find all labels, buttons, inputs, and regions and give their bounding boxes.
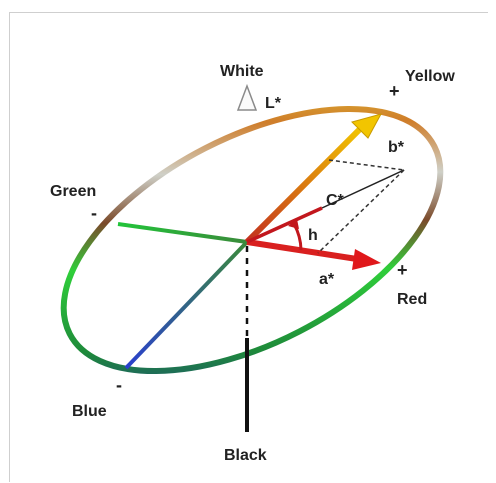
yellow-b-axis-arrow — [244, 113, 382, 245]
red-a-axis-arrow — [246, 239, 381, 270]
blue-axis — [124, 240, 249, 370]
a-projection-dashed — [317, 169, 405, 254]
label-red: Red — [397, 291, 427, 308]
label-b-star: b* — [388, 139, 405, 156]
label-h: h — [308, 227, 318, 244]
label-yellow: Yellow — [405, 68, 455, 85]
label-l-star: L* — [265, 95, 282, 112]
label-black: Black — [224, 447, 267, 464]
label-green: Green — [50, 183, 96, 200]
label-c-star: C* — [326, 192, 345, 209]
hue-angle-arrowhead — [288, 219, 299, 229]
b-projection-dashed — [328, 159, 405, 171]
sign-yellow-plus: + — [389, 81, 400, 101]
chroma-vector — [246, 206, 323, 244]
white-l-axis-arrow — [236, 83, 258, 242]
green-axis — [117, 222, 248, 244]
chroma-vector-extension — [321, 169, 405, 209]
label-white: White — [220, 63, 264, 80]
sign-green-minus: - — [91, 203, 97, 223]
label-blue: Blue — [72, 403, 107, 420]
label-a-star: a* — [319, 271, 335, 288]
sign-blue-minus: - — [116, 375, 122, 395]
sign-red-plus: + — [397, 260, 408, 280]
